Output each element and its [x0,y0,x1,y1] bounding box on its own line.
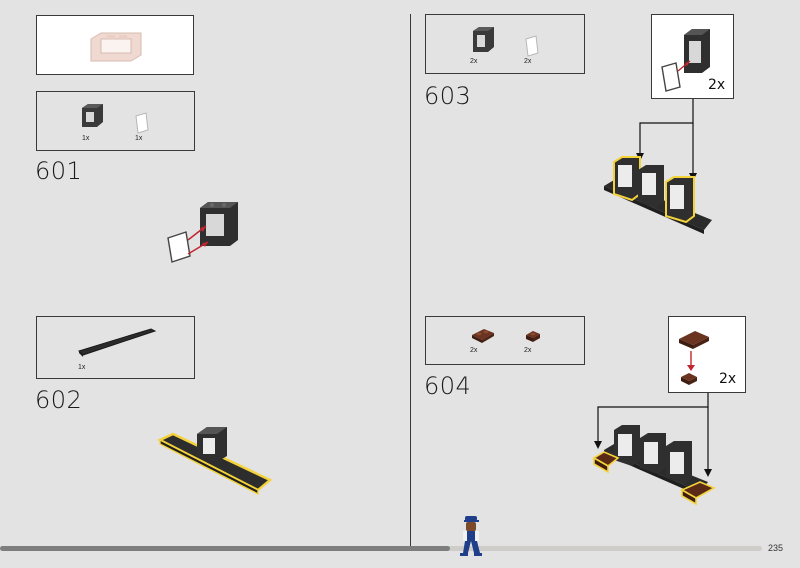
step-604-parts-box: 2x 2x [425,316,585,365]
black-window-frame-icon [82,104,103,127]
progress-bar [0,546,762,551]
step-601-number: 601 [35,157,83,185]
black-window-frame-icon [473,27,494,52]
brown-plate-stack-callout-icon [679,331,709,385]
step-601-assembly [167,202,238,263]
step-603-parts-box: 2x 2x [425,14,585,74]
step-604-assembly [592,425,716,506]
step-604-arrows [594,393,712,477]
step-602-assembly [157,427,273,496]
step-603-callout-multiplier: 2x [708,77,726,93]
step-603-part-2-qty: 2x [524,58,532,65]
builder-minifigure-icon [460,516,482,556]
reddish-brown-1x2-plate-icon [472,329,494,343]
step-602-parts-box: 1x [36,316,195,379]
step-603-assembly [604,156,712,234]
step-604-number: 604 [424,372,472,400]
step-603-callout-box: 2x [651,14,734,99]
step-604-callout-box: 2x [668,316,746,393]
white-window-pane-icon [525,35,539,57]
window-wall-preview-icon [90,32,142,62]
step-604-part-2-qty: 2x [524,347,532,354]
step-601-part-1-qty: 1x [82,135,90,142]
step-602-part-1-qty: 1x [78,364,86,371]
model-preview-box [36,15,194,75]
step-603-number: 603 [424,82,472,110]
window-assembly-callout-icon [661,29,710,92]
progress-fill [0,546,450,551]
step-601-part-2-qty: 1x [135,135,143,142]
step-604-callout-multiplier: 2x [719,371,737,387]
step-604-part-1-qty: 2x [470,347,478,354]
white-window-pane-icon [135,112,149,134]
page-divider [410,14,411,546]
step-603-part-1-qty: 2x [470,58,478,65]
black-1x10-plate-icon [78,328,157,357]
page-number: 235 [768,543,784,553]
step-602-number: 602 [35,386,83,414]
reddish-brown-1x1-plate-icon [526,331,540,342]
step-601-parts-box: 1x 1x [36,91,195,151]
